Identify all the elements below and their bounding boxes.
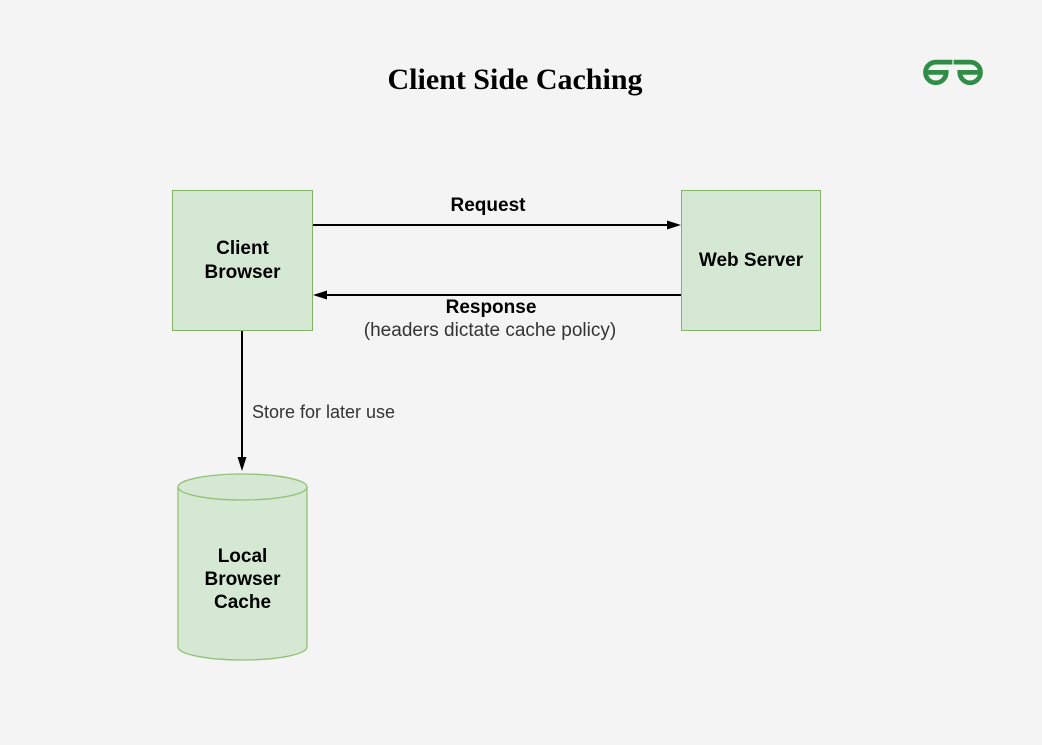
client-browser-node: Client Browser bbox=[172, 190, 313, 331]
store-arrow bbox=[237, 331, 247, 471]
request-arrow bbox=[313, 220, 681, 230]
response-label: Response bbox=[445, 297, 537, 318]
response-note: (headers dictate cache policy) bbox=[363, 320, 617, 341]
request-label: Request bbox=[450, 195, 526, 216]
web-server-label: Web Server bbox=[698, 249, 804, 271]
geeksforgeeks-logo-icon bbox=[919, 54, 987, 87]
client-browser-label: Client Browser bbox=[204, 237, 281, 283]
page-title: Client Side Caching bbox=[387, 63, 643, 96]
web-server-node: Web Server bbox=[681, 190, 821, 331]
local-browser-cache-label: Local Browser Cache bbox=[204, 546, 281, 613]
store-label: Store for later use bbox=[252, 402, 396, 422]
